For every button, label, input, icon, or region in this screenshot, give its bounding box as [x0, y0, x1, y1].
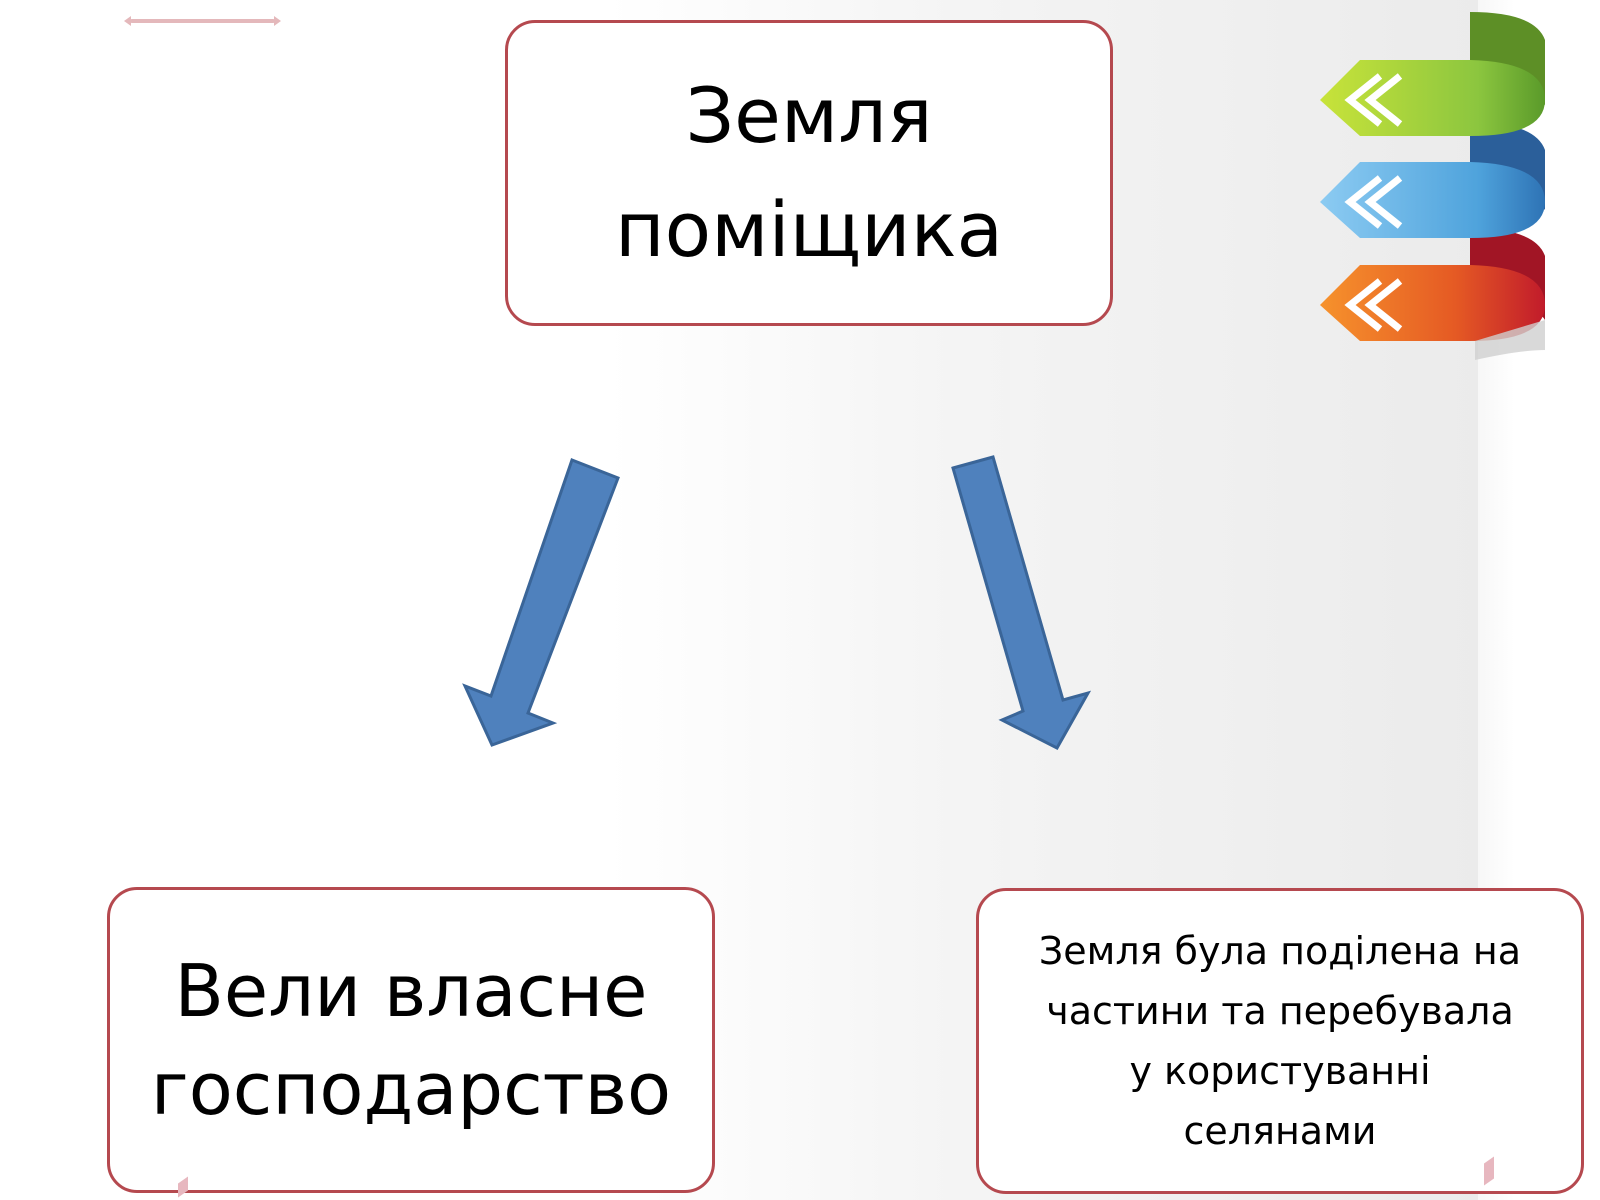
- double-chevron-left-icon: [1344, 175, 1403, 229]
- ribbon-shadow: [1475, 320, 1545, 360]
- arrow-to-right-box: [951, 455, 1092, 750]
- ribbon-decoration: [1320, 12, 1545, 360]
- arrow-to-left-box: [462, 458, 620, 747]
- node-text-line: селянами: [1183, 1109, 1377, 1153]
- node-text-line: Земля була поділена на: [1038, 929, 1522, 973]
- double-chevron-left-icon: [1344, 73, 1403, 127]
- node-peasant-plots: Земля була поділена на частини та перебу…: [976, 888, 1584, 1194]
- node-text-line: поміщика: [614, 185, 1004, 274]
- node-text-line: частини та перебувала: [1046, 989, 1514, 1033]
- node-own-farming: Вели власне господарство: [107, 887, 715, 1193]
- node-landowner-land: Земля поміщика: [505, 20, 1113, 326]
- node-text-line: у користуванні: [1129, 1049, 1431, 1093]
- node-text-line: господарство: [150, 1047, 672, 1131]
- decorative-double-arrow-line: [124, 16, 281, 26]
- node-text-line: Земля: [685, 71, 933, 160]
- double-chevron-left-icon: [1344, 278, 1403, 332]
- node-text-line: Вели власне: [174, 949, 648, 1033]
